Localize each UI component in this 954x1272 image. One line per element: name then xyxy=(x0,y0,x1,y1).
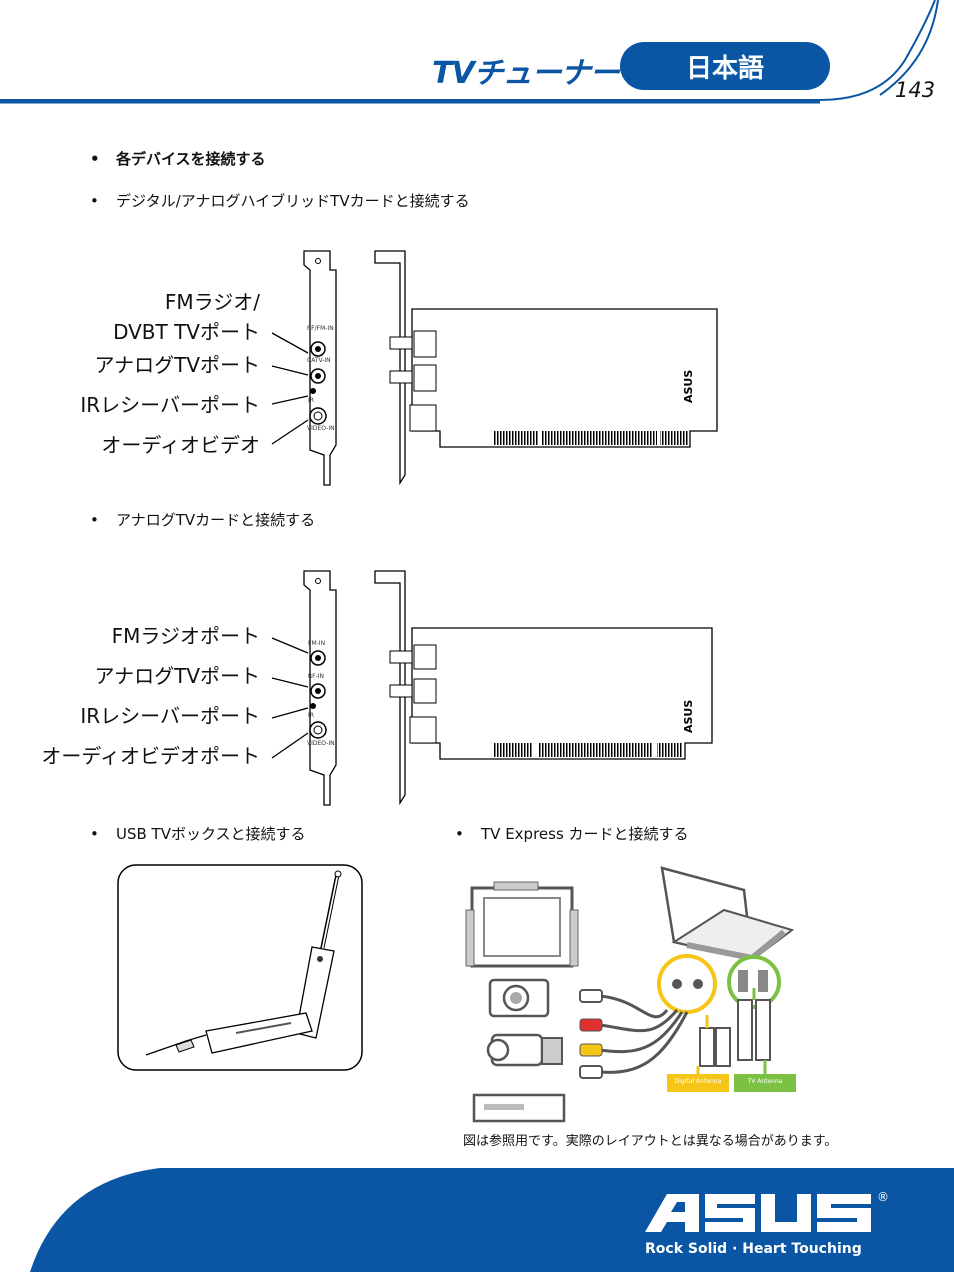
hybrid-card-diagram: ASUS xyxy=(271,250,718,486)
bullet-usb-box: •USB TVボックスと接続する xyxy=(90,825,306,843)
hybrid-port-catv: CATV-IN xyxy=(307,357,331,364)
hybrid-label-ir: IRレシーバーポート xyxy=(80,393,260,417)
language-badge: 日本語 xyxy=(620,42,830,90)
hybrid-port-rf: RF/FM-IN xyxy=(307,325,334,332)
asus-logo: ASUS xyxy=(645,1188,871,1232)
bullet-text: TV Express カードと接続する xyxy=(481,825,689,843)
bullet-hybrid-card: •デジタル/アナログハイブリッドTVカードと接続する xyxy=(90,192,470,210)
svg-text:ASUS: ASUS xyxy=(682,700,695,733)
page-title: TVチューナー xyxy=(432,56,620,91)
hybrid-label-dvbt: DVBT TVポート xyxy=(113,320,260,344)
hybrid-label-analog: アナログTVポート xyxy=(94,353,261,377)
analog-label-tv: アナログTVポート xyxy=(94,664,261,688)
bullet-express-card: •TV Express カードと接続する xyxy=(455,825,689,843)
analog-port-rf: RF-IN xyxy=(308,673,325,680)
usb-tv-box-illustration xyxy=(117,864,363,1071)
analog-card-diagram: ASUS xyxy=(271,570,713,806)
tv-express-illustration xyxy=(465,866,796,1123)
bullet-analog-card: •アナログTVカードと接続する xyxy=(90,511,316,529)
analog-port-ir: IR xyxy=(308,712,314,719)
bullet-text: アナログTVカードと接続する xyxy=(116,511,316,529)
header-decoration xyxy=(0,0,939,104)
svg-text:ASUS: ASUS xyxy=(682,370,695,403)
tv-antenna-label: TV Antenna xyxy=(747,1078,783,1085)
hybrid-label-av: オーディオビデオ xyxy=(101,433,260,457)
figure-caption: 図は参照用です。実際のレイアウトとは異なる場合があります。 xyxy=(463,1134,838,1149)
brand-tagline: Rock Solid · Heart Touching xyxy=(645,1241,862,1257)
page-number: 143 xyxy=(895,78,936,102)
analog-label-ir: IRレシーバーポート xyxy=(80,704,260,728)
analog-label-av: オーディオビデオポート xyxy=(41,744,260,768)
digital-antenna-label: Digital Antenna xyxy=(674,1078,722,1085)
bullet-text: 各デバイスを接続する xyxy=(116,150,266,168)
bullet-text: USB TVボックスと接続する xyxy=(116,825,306,843)
hybrid-port-video: VIDEO-IN xyxy=(307,425,335,432)
hybrid-port-ir: IR xyxy=(308,397,314,404)
analog-port-fm: FM-IN xyxy=(308,640,326,647)
hybrid-label-fm: FMラジオ/ xyxy=(164,290,260,314)
analog-label-fm: FMラジオポート xyxy=(111,624,260,648)
asus-logo-text: ASUS xyxy=(645,1188,648,1189)
registered-mark: ® xyxy=(877,1190,889,1204)
bullet-connect-devices: •各デバイスを接続する xyxy=(90,150,266,168)
bullet-text: デジタル/アナログハイブリッドTVカードと接続する xyxy=(116,192,470,210)
analog-port-video: VIDEO-IN xyxy=(307,740,335,747)
